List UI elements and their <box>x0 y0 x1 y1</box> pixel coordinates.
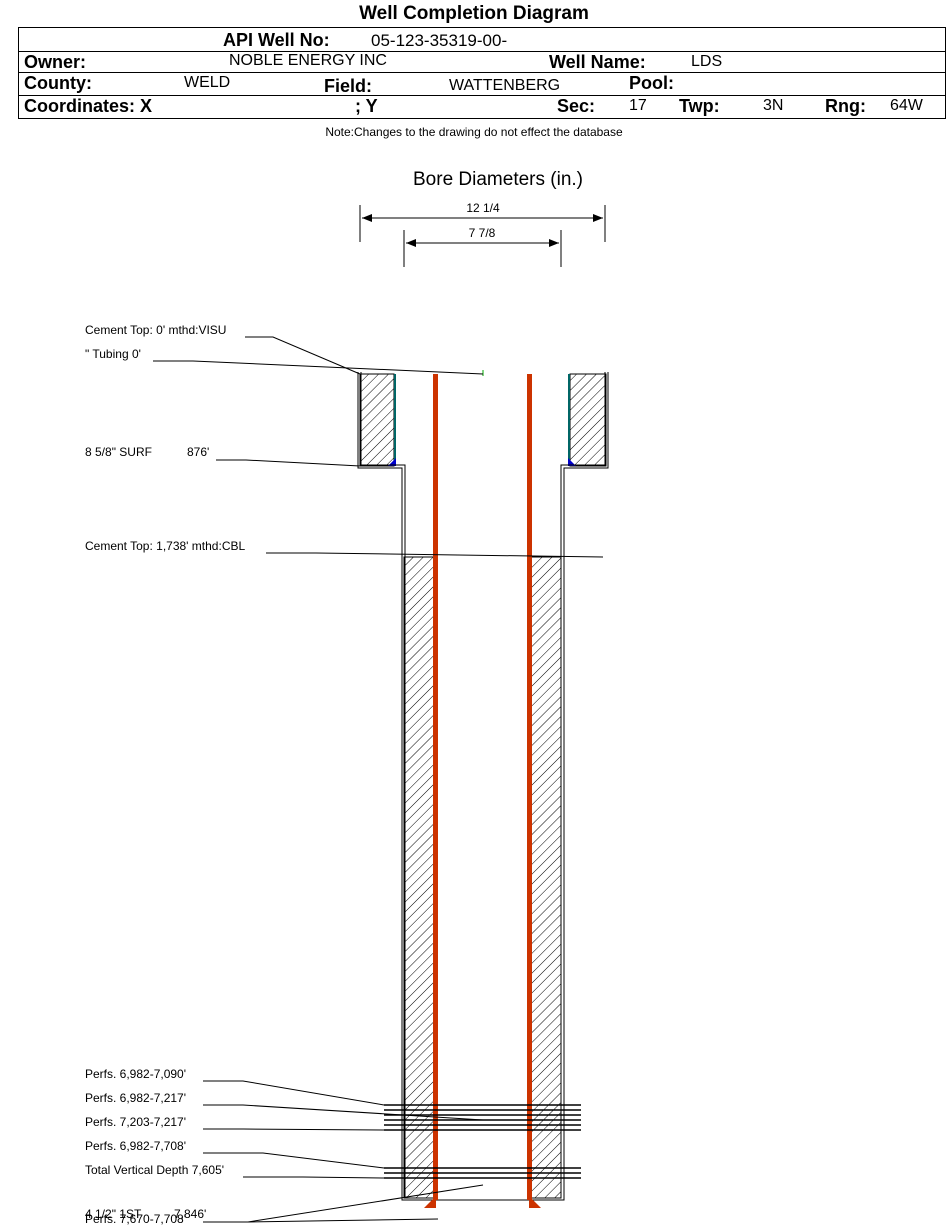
hole-wall <box>357 372 609 1201</box>
production-cement-right <box>530 556 562 1199</box>
perforations-lower <box>384 1167 581 1179</box>
surface-shoe-right <box>568 458 576 466</box>
perforation-label: Perfs. 6,982-7,090' <box>85 1067 186 1081</box>
rng-label: Rng: <box>825 96 866 116</box>
perforation-label: Perfs. 7,203-7,217' <box>85 1115 186 1129</box>
county-label: County: <box>24 73 92 93</box>
header-divider <box>19 72 945 73</box>
owner-label: Owner: <box>24 52 87 72</box>
well-header-table: API Well No: 05-123-35319-00- Owner: NOB… <box>18 27 946 119</box>
well-name-label: Well Name: <box>549 52 646 72</box>
bore-dimension-12-1-4: 12 1/4 <box>359 201 606 242</box>
api-well-label: API Well No: <box>223 30 330 50</box>
api-well-value: 05-123-35319-00- <box>371 31 508 50</box>
diagram-title: Well Completion Diagram <box>359 3 589 24</box>
surface-shoe-left <box>388 458 396 466</box>
cement-top-surface-label: Cement Top: 0' mthd:VISU <box>85 323 226 337</box>
pool-label: Pool: <box>629 73 674 93</box>
surface-casing-depth-label: 876' <box>187 445 209 459</box>
tubing-label: " Tubing 0' <box>85 347 141 361</box>
twp-value: 3N <box>763 97 784 114</box>
header-divider <box>19 51 945 52</box>
bore-diameter-label: 7 7/8 <box>469 226 496 240</box>
bore-diameters-title: Bore Diameters (in.) <box>413 169 583 190</box>
coordinates-x-label: Coordinates: X <box>24 96 153 116</box>
header-divider <box>19 95 945 96</box>
rng-value: 64W <box>890 97 923 114</box>
perforations-upper <box>384 1104 581 1131</box>
perforation-label: Perfs. 6,982-7,708' <box>85 1139 186 1153</box>
database-note: Note:Changes to the drawing do not effec… <box>325 125 623 139</box>
county-value: WELD <box>184 74 231 91</box>
perforation-label: Perfs. 7,670-7,708' <box>85 1212 186 1226</box>
well-name-value: LDS <box>691 53 723 70</box>
sec-label: Sec: <box>557 96 596 116</box>
production-casing-label: 4 1/2" 1ST <box>85 1207 142 1221</box>
casing-shoe-right <box>529 1196 541 1208</box>
cement-top-production-label: Cement Top: 1,738' mthd:CBL <box>85 539 245 553</box>
field-label: Field: <box>324 76 372 96</box>
coordinates-y-label: ; Y <box>355 96 378 116</box>
perforation-label: Perfs. 6,982-7,217' <box>85 1091 186 1105</box>
surface-cement-right <box>569 373 607 467</box>
owner-value: NOBLE ENERGY INC <box>229 52 387 69</box>
surface-casing-label: 8 5/8" SURF <box>85 445 152 459</box>
total-depth-label: Total Vertical Depth 7,605' <box>85 1163 224 1177</box>
surface-cement-left <box>359 373 395 467</box>
field-value: WATTENBERG <box>449 77 561 94</box>
tubing-right <box>527 374 532 1200</box>
bore-dimension-7-7-8: 7 7/8 <box>403 226 562 267</box>
twp-label: Twp: <box>679 96 720 116</box>
casing-shoe-left <box>424 1196 436 1208</box>
sec-value: 17 <box>629 97 647 114</box>
bore-diameter-label: 12 1/4 <box>466 201 500 215</box>
tubing-left <box>433 374 438 1200</box>
annotation-leaders <box>153 336 604 1223</box>
production-casing-depth-label: 7,846' <box>174 1207 206 1221</box>
production-cement-left <box>403 556 435 1199</box>
